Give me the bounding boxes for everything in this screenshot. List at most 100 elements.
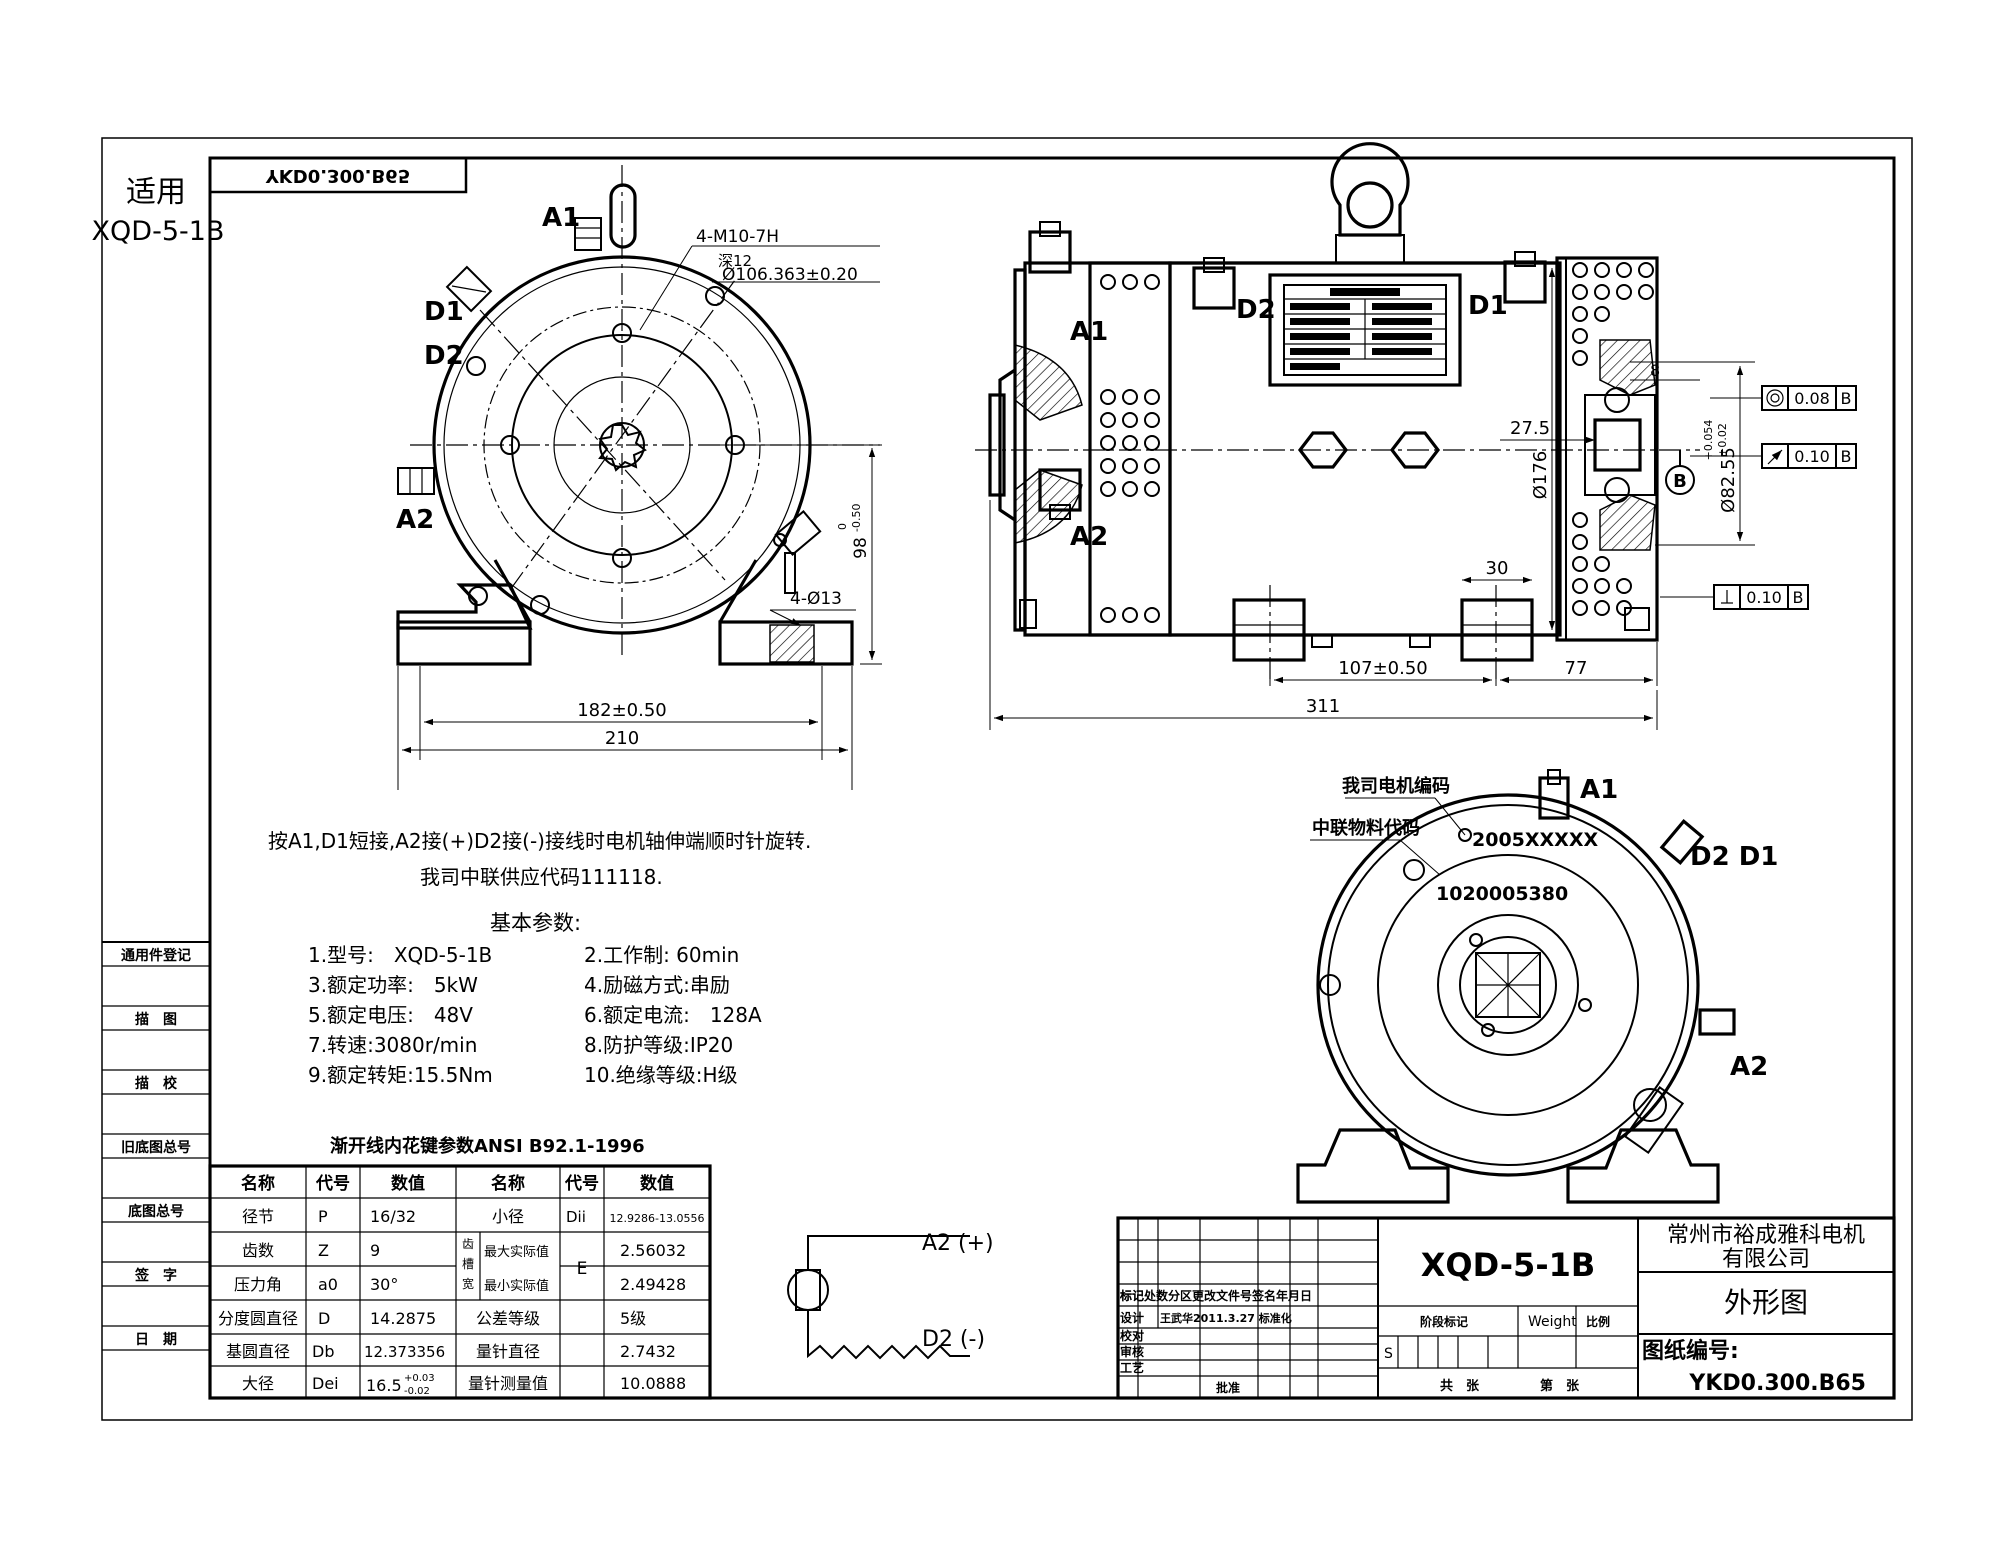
tb-header-row: 标记处数分区更改文件号签名年月日 <box>1119 1288 1312 1303</box>
dim-height-98: 98 <box>851 537 871 559</box>
tolerance-frame-runout: 0.10 B <box>1690 443 1857 469</box>
tb-model: XQD-5-1B <box>1421 1246 1596 1284</box>
spline-r3-c2: 14.2875 <box>370 1309 436 1328</box>
spline-r3-c3: 公差等级 <box>476 1309 540 1328</box>
spline-r1-c3: 最大实际值 <box>484 1244 549 1260</box>
callout-material-code: 1020005380 <box>1436 883 1568 905</box>
wiring-label-a2: A2 (+) <box>922 1231 994 1256</box>
tb-weight-label: Weight <box>1528 1314 1577 1330</box>
tb-row-label-4: 工艺 <box>1120 1360 1144 1375</box>
spline-r5-c2-main: 16.5 <box>366 1376 402 1395</box>
callout-motor-code: 2005XXXXX <box>1472 829 1598 851</box>
lifting-stud <box>609 183 637 249</box>
tb-drawing-name: 外形图 <box>1724 1286 1808 1319</box>
front-terminal-d1 <box>445 265 493 313</box>
datum-b: B <box>1673 471 1687 492</box>
rear-label-d2d1: D2 D1 <box>1690 842 1778 872</box>
spline-r1-c0: 齿数 <box>242 1241 274 1260</box>
spline-r2-c1: a0 <box>318 1275 338 1294</box>
rear-view: A1 D2 D1 A2 我司电机编码 2005XXXXX 中联物料代码 1020… <box>1296 769 1778 1204</box>
front-label-a2: A2 <box>396 505 434 535</box>
side-label-a1: A1 <box>1070 317 1108 347</box>
params-title: 基本参数: <box>490 911 581 935</box>
front-label-a1: A1 <box>542 203 580 233</box>
tb-s-label: S <box>1384 1346 1393 1362</box>
spline-r5-c5: 10.0888 <box>620 1374 686 1393</box>
param-left-2: 5.额定电压: 48V <box>308 1003 473 1027</box>
param-right-2: 6.额定电流: 128A <box>584 1003 762 1027</box>
front-terminal-bolt-right <box>774 510 822 594</box>
side-row-6: 日 期 <box>135 1332 177 1348</box>
spline-r2-c0: 压力角 <box>234 1275 282 1294</box>
spline-header-3: 名称 <box>491 1173 525 1194</box>
dim-height-tol-dn: -0.50 <box>850 504 863 532</box>
nameplate <box>1268 273 1462 387</box>
spline-r0-c1: P <box>318 1207 328 1226</box>
dim-height-tol-up: 0 <box>836 523 849 530</box>
dim-311: 311 <box>1306 696 1340 717</box>
param-right-3: 8.防护等级:IP20 <box>584 1033 733 1057</box>
spline-r0-c5: 12.9286-13.0556 <box>610 1212 705 1225</box>
spline-r5-c2-up: +0.03 <box>404 1373 435 1384</box>
spline-header-5: 数值 <box>640 1173 674 1194</box>
lifting-eye <box>1330 142 1410 264</box>
spline-table: 渐开线内花键参数ANSI B92.1-1996 名称 代号 数值 名称 代号 数… <box>208 1135 712 1400</box>
rear-label-a2: A2 <box>1730 1052 1768 1082</box>
param-right-4: 10.绝缘等级:H级 <box>584 1063 738 1087</box>
side-label-a2: A2 <box>1070 522 1108 552</box>
spline-r1-c5: 2.56032 <box>620 1241 686 1260</box>
tb-row-label-1: 设计 <box>1120 1310 1144 1325</box>
side-row-2: 描 校 <box>135 1075 178 1092</box>
tb-drawing-no-label: 图纸编号: <box>1642 1338 1739 1364</box>
dim-8: 8 <box>1650 361 1660 380</box>
dim-shaft-tol-up: +0.054 <box>1702 420 1715 461</box>
title-block: 标记处数分区更改文件号签名年月日 王武华2011.3.27 标准化 标记 设计 … <box>1116 1216 1896 1400</box>
dim-thread: 4-M10-7H <box>696 227 779 247</box>
spline-merged-name-1: 齿 <box>462 1237 474 1251</box>
dim-30: 30 <box>1486 558 1509 579</box>
spline-merged-name-2: 槽 <box>462 1257 474 1271</box>
dim-77: 77 <box>1565 658 1588 679</box>
side-label-d2: D2 <box>1236 295 1276 325</box>
param-left-3: 7.转速:3080r/min <box>308 1033 477 1057</box>
tb-approve: 批准 <box>1216 1380 1240 1395</box>
side-row-1: 描 图 <box>135 1011 177 1028</box>
spline-r3-c0: 分度圆直径 <box>218 1309 298 1328</box>
mirrored-code-box: YKD0.300.B65 <box>208 156 468 194</box>
spline-r5-c0: 大径 <box>242 1374 274 1393</box>
param-right-1: 4.励磁方式:串励 <box>584 973 730 997</box>
tolerance-frame-perpendicularity: 0.10 B <box>1660 584 1809 610</box>
side-row-3: 旧底图总号 <box>121 1139 191 1156</box>
tol-datum-2: B <box>1793 588 1804 607</box>
apply-label: 适用 <box>126 175 186 210</box>
tolerance-frame-concentricity: 0.08 B <box>1710 385 1857 411</box>
spline-r3-c5: 5级 <box>620 1309 646 1328</box>
spline-r2-c2: 30° <box>370 1275 398 1294</box>
side-row-0: 通用件登记 <box>121 947 191 964</box>
front-label-d2: D2 <box>424 341 464 371</box>
front-view: A1 D1 D2 A2 4-M10-7H 深12 Ø106.363±0.20 9… <box>396 165 882 790</box>
side-row-5: 签 字 <box>134 1267 177 1284</box>
spline-header-4: 代号 <box>564 1173 599 1194</box>
dim-dia-176: Ø176 <box>1530 451 1551 500</box>
side-label-d1: D1 <box>1468 291 1508 321</box>
vent-holes-left <box>1100 274 1160 623</box>
dim-depth: 深12 <box>718 252 752 270</box>
spline-header-0: 名称 <box>241 1173 275 1194</box>
param-left-1: 3.额定功率: 5kW <box>308 973 478 997</box>
spline-r1-c2: 9 <box>370 1241 380 1260</box>
dim-width-210: 210 <box>605 728 639 749</box>
spline-header-1: 代号 <box>315 1173 350 1194</box>
tb-design-row: 王武华2011.3.27 标准化 <box>1160 1311 1292 1325</box>
spline-r0-c3: 小径 <box>492 1207 524 1226</box>
tb-row-label-0: 标记 <box>1119 1288 1144 1303</box>
dim-holes: 4-Ø13 <box>790 589 842 609</box>
tb-row-label-2: 校对 <box>1120 1328 1144 1343</box>
dim-27-5: 27.5 <box>1510 418 1550 439</box>
tol-value-1: 0.10 <box>1794 447 1830 466</box>
callout-motor-code-label: 我司电机编码 <box>1342 775 1450 797</box>
wiring-diagram: A2 (+) D2 (-) <box>787 1231 994 1360</box>
rear-label-a1: A1 <box>1580 775 1618 805</box>
wiring-label-d2: D2 (-) <box>922 1327 985 1352</box>
apply-value: XQD-5-1B <box>92 216 225 247</box>
